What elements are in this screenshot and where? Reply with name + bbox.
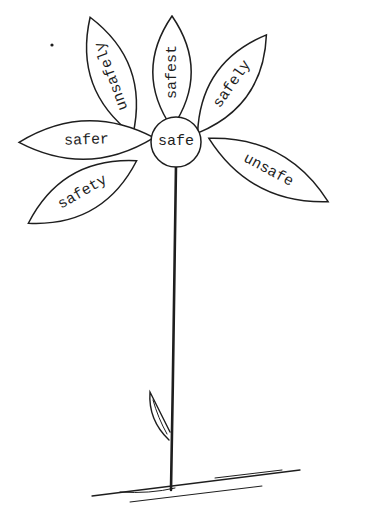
petal: unsafe (199, 121, 337, 220)
word-label: safest (165, 45, 180, 99)
ground-line (130, 486, 262, 502)
petal-outline-shape (182, 24, 282, 144)
ground-line (92, 470, 300, 496)
petal: safer (18, 118, 154, 163)
center-circle: safe (150, 116, 202, 168)
leaf (150, 392, 170, 440)
dot (50, 43, 53, 46)
stem (171, 165, 176, 490)
petal-outline-shape (153, 16, 191, 128)
petal-outline-shape (18, 118, 154, 161)
word-label: safe (158, 134, 194, 149)
petal: safest (152, 16, 192, 128)
petal-outline-shape (199, 121, 336, 218)
circle-outline-shape (151, 117, 201, 167)
ground-line (215, 470, 282, 478)
leaf-vein (153, 400, 167, 434)
ground-line (120, 488, 175, 493)
word-label: safer (63, 132, 109, 149)
